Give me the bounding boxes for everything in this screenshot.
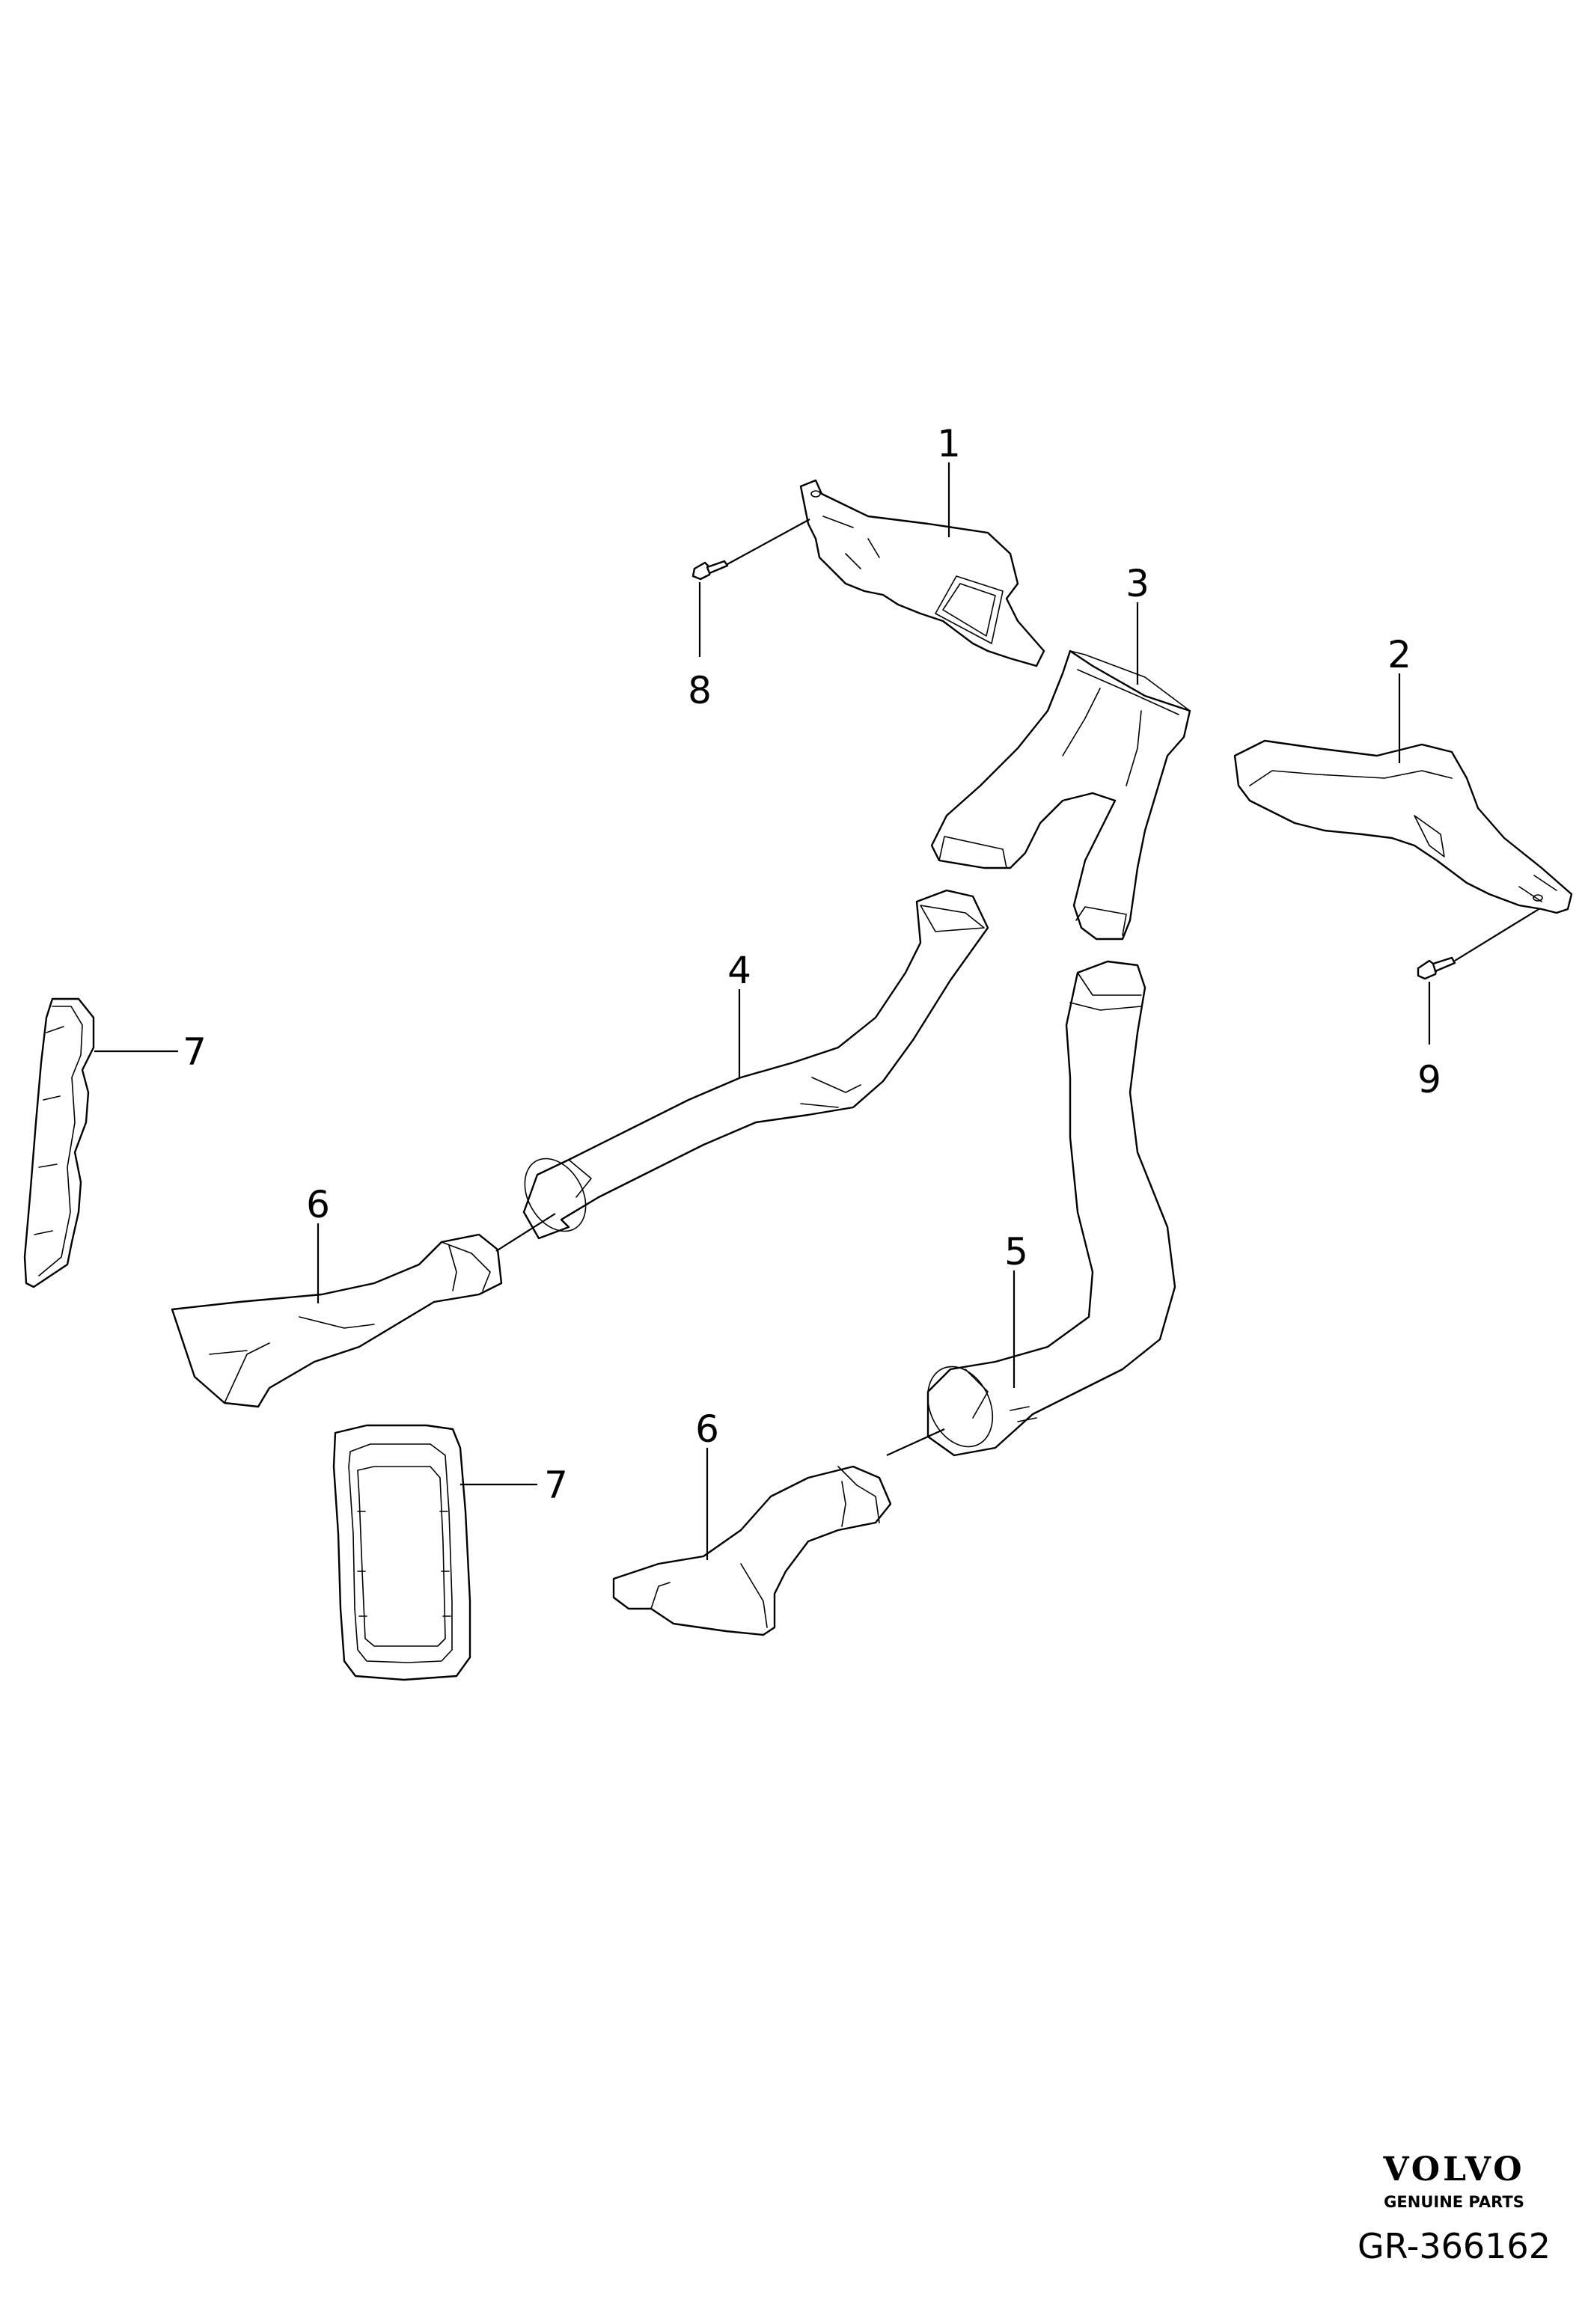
callout-5: 5 (1004, 1230, 1028, 1273)
part-7-seal-frame (332, 1424, 471, 1681)
leader-5-connection (886, 1428, 945, 1457)
part-9-screw (1417, 956, 1456, 980)
part-8-screw (691, 560, 729, 581)
callout-7-upper: 7 (183, 1030, 207, 1074)
leader-lines (94, 462, 1541, 1560)
leader-4-connection (495, 1213, 556, 1252)
callout-8: 8 (688, 669, 712, 712)
callout-6-upper: 6 (306, 1183, 330, 1226)
part-6-outlet-upper (171, 1233, 503, 1408)
callout-4: 4 (727, 949, 751, 992)
callout-2: 2 (1387, 633, 1411, 676)
part-1-air-duct (799, 479, 1045, 667)
part-4-air-duct (522, 889, 989, 1240)
brand-logo: VOLVO (1382, 2150, 1524, 2189)
brand-block: VOLVO GENUINE PARTS GR-366162 (1358, 2150, 1551, 2266)
leader-8-screw (727, 519, 810, 565)
callout-1: 1 (937, 422, 961, 465)
callout-6-lower: 6 (695, 1407, 719, 1451)
leader-9-screw (1454, 908, 1541, 961)
part-3-y-duct (930, 649, 1191, 941)
diagram-reference: GR-366162 (1358, 2226, 1551, 2266)
callout-7-lower: 7 (544, 1464, 568, 1507)
part-5-air-duct (926, 960, 1176, 1457)
callout-3: 3 (1126, 562, 1149, 605)
callout-labels: 1 2 3 4 5 6 6 7 7 8 9 (183, 422, 1441, 1507)
callout-9: 9 (1417, 1058, 1441, 1101)
part-2-air-duct (1233, 739, 1573, 914)
part-6-outlet-lower (612, 1465, 892, 1636)
brand-tagline: GENUINE PARTS (1384, 2193, 1524, 2211)
part-7-seal-tall (23, 997, 95, 1288)
